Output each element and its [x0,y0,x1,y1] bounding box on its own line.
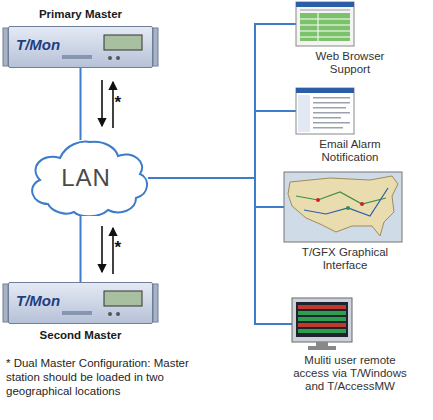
table-column [318,13,319,41]
network-link [148,178,292,324]
feature-caption: T/GFX Graphical Interface [295,246,395,272]
station-label: Primary Master [8,8,153,21]
monitor-screenshot [292,298,352,350]
table-row [300,37,350,38]
lan-cloud: LAN [24,140,148,216]
table-row [300,31,350,32]
map-frame [284,172,402,242]
window-frame [296,88,354,134]
feature-caption: Muliti user remote access via T/Windows … [285,354,415,393]
message-line [313,127,343,129]
title-bar [296,2,354,7]
network-link [148,111,296,178]
status-row [298,311,346,315]
message-line [313,107,346,109]
message-line [313,97,350,99]
us-map [288,176,398,236]
down-arrow [101,80,103,126]
status-row [298,317,346,321]
network-link [80,68,82,140]
network-link [148,24,296,178]
site-marker [316,198,320,202]
window-frame [296,2,354,46]
monitor-base [308,346,336,350]
nav-bar [300,9,350,11]
folder-pane [298,95,310,132]
message-line [313,122,350,124]
network-label: LAN [24,164,148,192]
status-table [300,13,350,41]
network-link [80,216,82,282]
message-line [313,102,350,104]
message-line [313,112,350,114]
screenshot-frame [284,172,402,242]
screenshot-frame [296,2,354,46]
alarm-row [298,305,346,309]
message-lines [313,97,350,129]
station-label: Second Master [8,329,153,342]
feature-screenshot: Email Alarm Notification [270,88,420,168]
alarm-row [298,323,346,327]
screenshot-frame [292,298,352,350]
feature-screenshot: Muliti user remote access via T/Windows … [270,298,420,402]
footnote-mark: * [115,94,122,111]
browser-screenshot [296,2,354,46]
monitor-screen [296,302,348,337]
feature-caption: Web Browser Support [310,50,390,76]
table-row [300,25,350,26]
site-marker [360,202,364,206]
status-row [298,329,346,333]
rack-ear [153,284,158,322]
feature-screenshot: Web Browser Support [270,2,420,80]
monitor-body [292,298,352,342]
up-arrow [112,228,114,274]
master-station: T/MonSecond Master [8,282,153,346]
screenshot-frame [296,88,354,134]
master-station: Primary MasterT/Mon [8,6,153,68]
network-link [148,178,284,207]
footnote-mark: * [115,239,122,256]
feature-caption: Email Alarm Notification [310,138,390,164]
email-screenshot [296,88,354,134]
site-marker [346,206,350,210]
table-rows [300,13,350,41]
message-line [313,117,341,119]
footnote-text: * Dual Master Configuration: Master stat… [6,356,190,398]
down-arrow [101,226,103,272]
device-logo: T/Mon [16,36,86,53]
up-arrow [112,82,114,128]
feature-screenshot: T/GFX Graphical Interface [270,172,420,276]
monitor-stand [316,342,328,346]
device-logo: T/Mon [16,292,86,309]
map-route [296,192,386,204]
table-row [300,19,350,20]
map-route [304,188,388,216]
title-bar [296,88,354,93]
rack-ear [153,28,158,66]
map-screenshot [284,172,402,242]
